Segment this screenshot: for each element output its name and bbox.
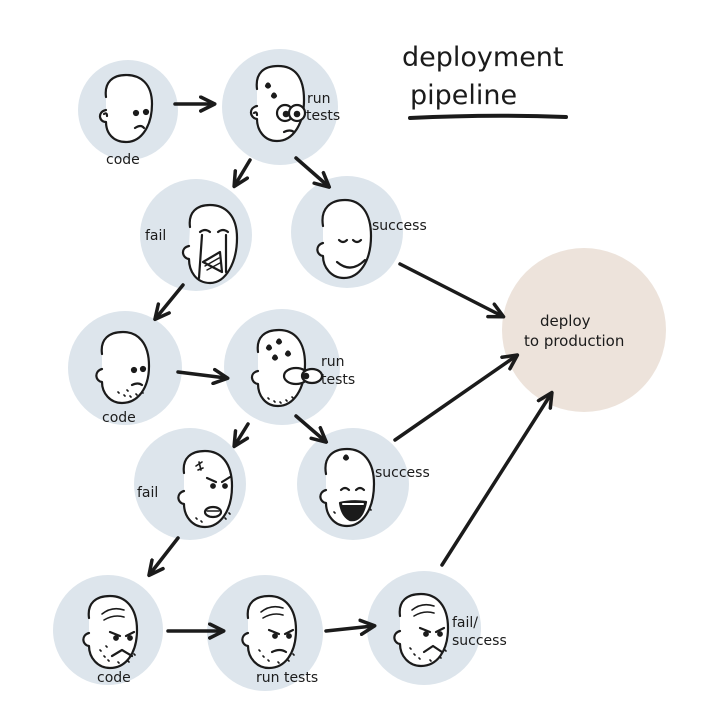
label-run-tests-1-a: run [307,91,331,107]
arrow-success1-to-deploy [398,262,506,319]
arrow-success2-to-deploy [393,353,520,442]
happy-face-icon [98,73,154,144]
label-success-2: success [375,465,430,481]
faces [82,64,450,670]
label-deploy-b: to production [524,332,624,350]
arrow-fail2-to-code3 [147,536,180,578]
label-code-3: code [97,670,131,686]
title-underline [408,113,568,120]
label-fail-success-3-a: fail/ [452,615,478,631]
arrow-run2-to-success2 [294,414,329,444]
grumpy-face-icon [241,594,298,670]
sweating-face-icon [250,328,324,408]
relieved-face-icon [316,198,373,280]
arrow-run1-to-fail1 [232,158,252,189]
label-success-1: success [372,218,427,234]
stage-labels: code run tests fail success code run tes… [97,91,624,686]
arrow-run3-to-failsuccess3 [324,618,377,637]
arrows [147,95,554,640]
label-fail-2: fail [137,485,158,501]
title-line-2: pipeline [410,80,517,111]
arrow-run1-to-success1 [294,156,332,189]
title-line-1: deployment [402,42,564,73]
label-run-tests-3: run tests [256,670,318,686]
grumpy-face-icon [393,592,450,668]
grumpy-face-icon [82,594,139,670]
nervous-face-icon [249,64,307,143]
label-run-tests-2-b: tests [321,372,355,388]
arrow-fail1-to-code2 [153,283,185,322]
label-code-2: code [102,410,136,426]
crying-face-icon [181,203,239,285]
label-run-tests-2-a: run [321,354,345,370]
label-code-1: code [106,152,140,168]
arrow-code2-to-run2 [176,367,230,386]
label-fail-1: fail [145,228,166,244]
label-fail-success-3-b: success [452,633,507,649]
arrow-run2-to-fail2 [232,422,250,449]
stubbled-face-icon [95,330,151,405]
deploy-circle [502,248,666,412]
label-run-tests-1-b: tests [306,108,340,124]
angry-face-icon [177,449,234,529]
label-deploy-a: deploy [540,312,591,330]
arrow-failsuccess3-to-deploy [440,390,554,567]
laughing-face-icon [319,447,376,528]
title: deployment pipeline [402,42,568,120]
